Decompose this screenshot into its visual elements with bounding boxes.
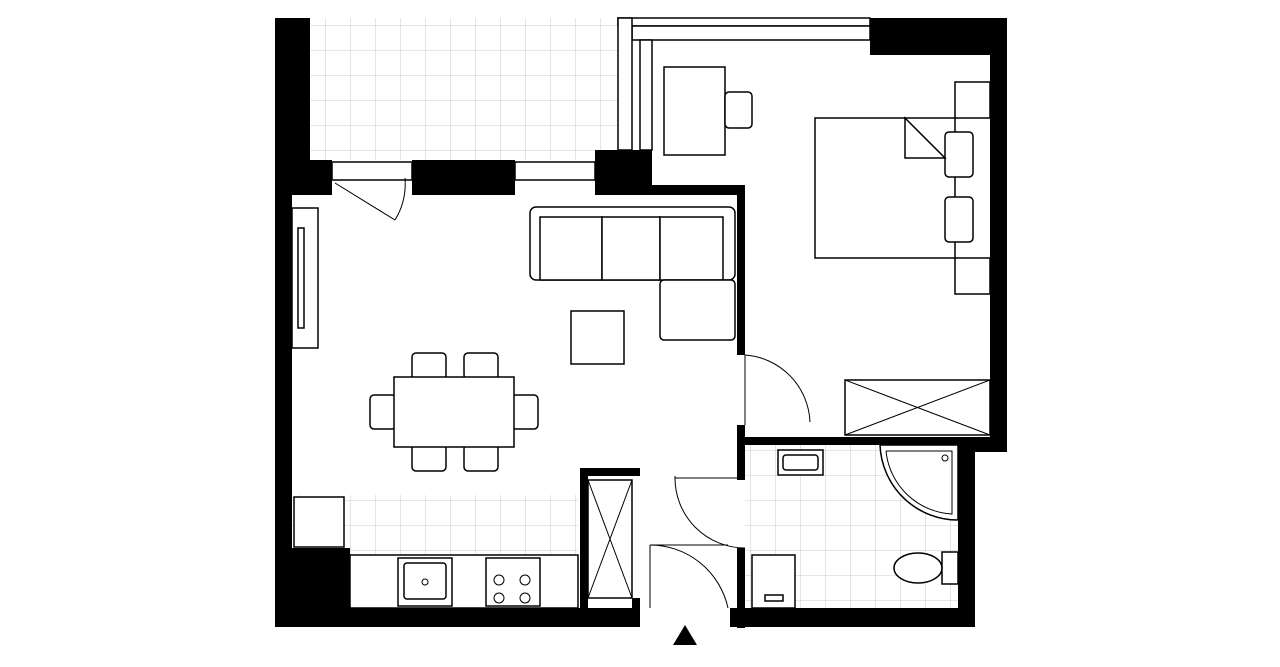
bathroom [751, 444, 959, 609]
wardrobe [844, 379, 991, 436]
closet [587, 479, 633, 599]
dining-set [369, 352, 539, 472]
sofa [529, 206, 736, 341]
entrance-arrow-icon [673, 625, 697, 645]
kitchen [293, 496, 579, 609]
coffee-table [570, 310, 625, 365]
bed [814, 81, 991, 295]
walls [275, 18, 1007, 628]
windows [291, 17, 871, 349]
doors [334, 177, 811, 609]
balcony-floor [310, 18, 618, 160]
desk [663, 66, 753, 156]
